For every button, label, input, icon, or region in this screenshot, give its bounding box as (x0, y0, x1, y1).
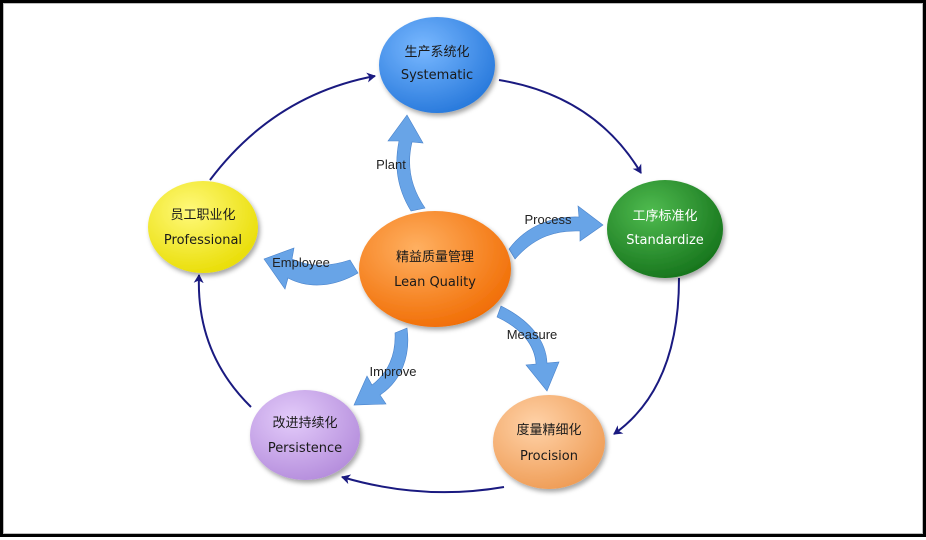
node-standardize-cn: 工序标准化 (632, 209, 697, 224)
node-persistence (250, 390, 360, 480)
node-standardize-en: Standardize (626, 233, 704, 248)
node-center-en: Lean Quality (394, 275, 476, 290)
flow-labels: Plant Process Measure Improve Employee (272, 157, 572, 379)
node-standardize-ellipse (607, 180, 723, 278)
node-center-cn: 精益质量管理 (396, 250, 474, 265)
node-procision-cn: 度量精细化 (516, 422, 581, 438)
flow-arrow-employee (263, 247, 359, 290)
node-professional-cn: 员工职业化 (170, 208, 235, 223)
node-systematic-en: Systematic (401, 68, 473, 83)
cycle-arrows (193, 72, 680, 494)
flow-label-improve: Improve (370, 364, 417, 379)
flow-arrow-measure (496, 305, 560, 392)
node-systematic-ellipse (379, 17, 495, 113)
cycle-arrow-systematic-to-standardize (498, 79, 642, 174)
node-professional-ellipse (148, 181, 258, 273)
cycle-arrow-persistence-to-professional (193, 274, 252, 408)
flow-arrow-plant (387, 114, 426, 212)
node-persistence-en: Persistence (268, 441, 342, 456)
node-standardize (607, 180, 723, 278)
flow-label-employee: Employee (272, 255, 330, 270)
node-persistence-ellipse (250, 390, 360, 480)
cycle-arrow-procision-to-persistence (341, 474, 505, 494)
node-systematic-cn: 生产系统化 (404, 45, 469, 60)
flow-label-process: Process (525, 212, 572, 227)
node-center-ellipse (359, 211, 511, 327)
lean-quality-diagram: Plant Process Measure Improve Employee 生… (148, 17, 723, 494)
cycle-arrow-professional-to-systematic (209, 72, 376, 181)
node-systematic (379, 17, 495, 113)
node-professional-en: Professional (164, 233, 242, 248)
node-procision-en: Procision (520, 449, 578, 464)
flow-arrow-improve (353, 327, 409, 406)
node-center (359, 211, 511, 327)
flow-label-plant: Plant (376, 157, 406, 172)
flow-label-measure: Measure (507, 327, 558, 342)
node-procision (493, 395, 605, 489)
cycle-arrow-standardize-to-procision (613, 277, 680, 435)
flow-arrow-process (508, 205, 604, 260)
flow-arrows (263, 114, 604, 406)
node-persistence-cn: 改进持续化 (272, 416, 337, 431)
node-procision-ellipse (493, 395, 605, 489)
node-professional (148, 181, 258, 273)
